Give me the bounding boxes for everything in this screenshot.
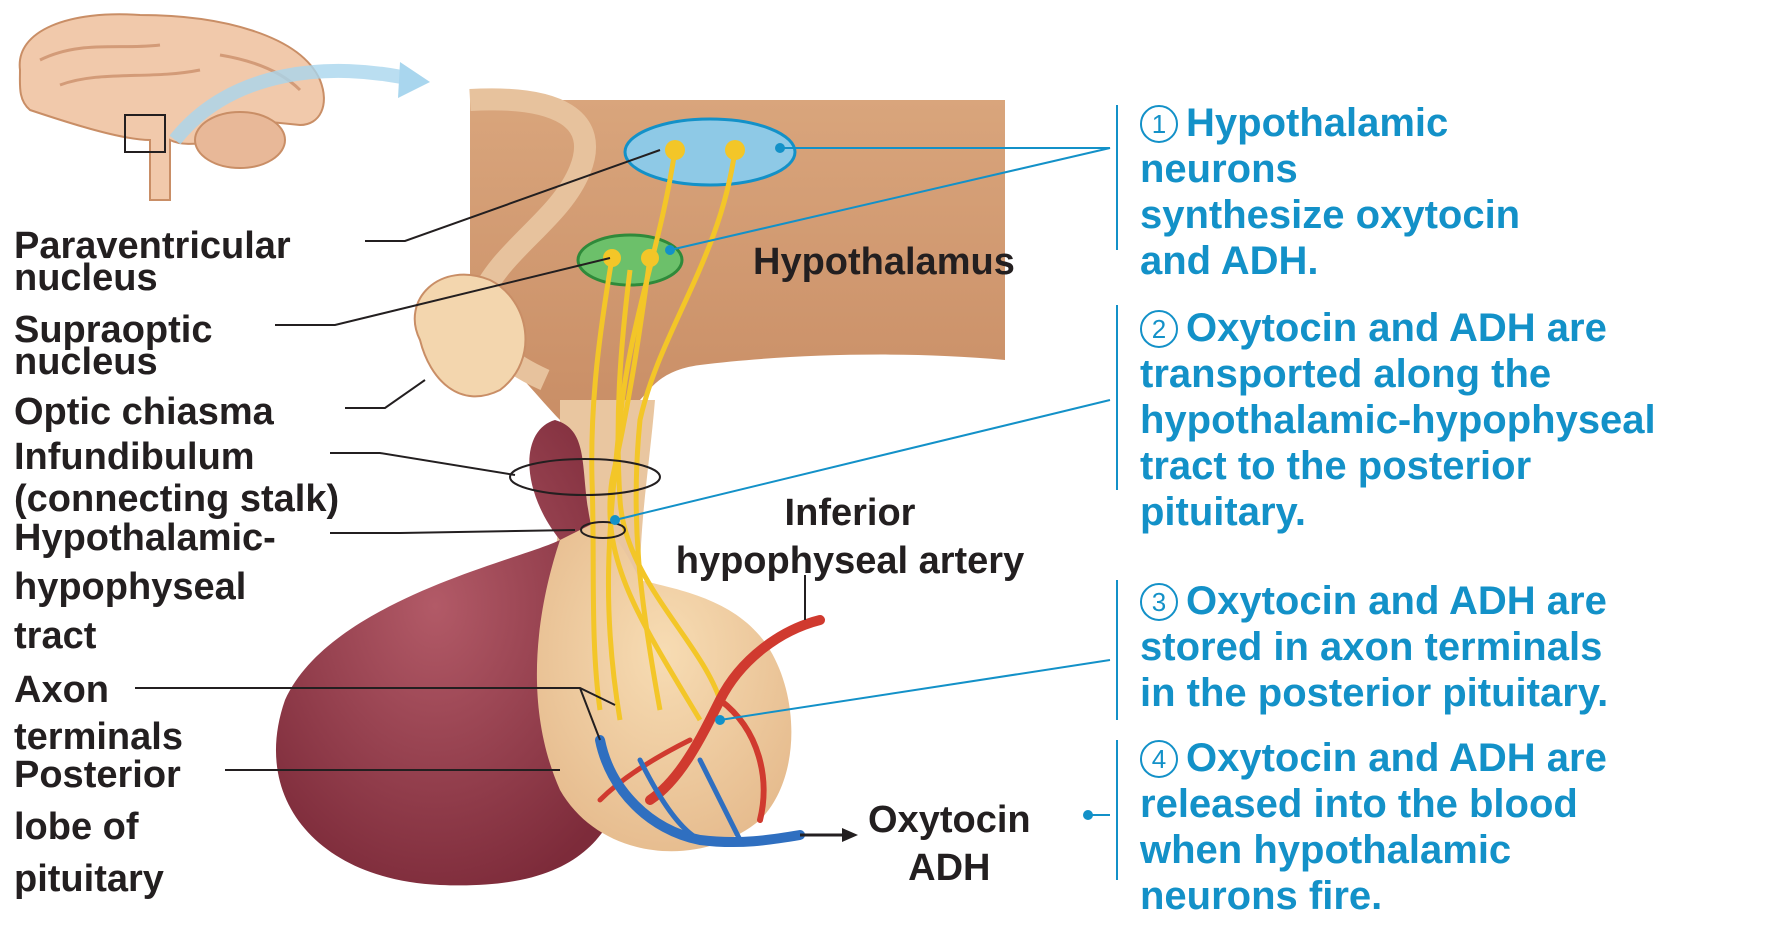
label-hypothalamic-hypophyseal-tract: Hypothalamic- hypophyseal tract	[14, 518, 276, 656]
label-infundibulum: Infundibulum (connecting stalk)	[14, 437, 339, 519]
paraventricular-nucleus-shape	[625, 119, 795, 185]
label-hormones-released: Oxytocin ADH	[868, 800, 1031, 888]
label-inferior-hypophyseal-artery: Inferior hypophyseal artery	[630, 493, 1070, 581]
label-hypothalamus: Hypothalamus	[753, 242, 1015, 282]
step-number-badge: 2	[1140, 310, 1178, 348]
brain-thumbnail	[20, 14, 430, 200]
label-supraoptic-nucleus: Supraoptic nucleus	[14, 310, 212, 382]
step-number-badge: 3	[1140, 583, 1178, 621]
step-number-badge: 1	[1140, 105, 1178, 143]
label-posterior-lobe: Posterior lobe of pituitary	[14, 755, 181, 899]
label-axon-terminals: Axon terminals	[14, 670, 183, 757]
step-number-badge: 4	[1140, 740, 1178, 778]
label-paraventricular-nucleus: Paraventricular nucleus	[14, 226, 291, 298]
label-optic-chiasma: Optic chiasma	[14, 392, 274, 432]
